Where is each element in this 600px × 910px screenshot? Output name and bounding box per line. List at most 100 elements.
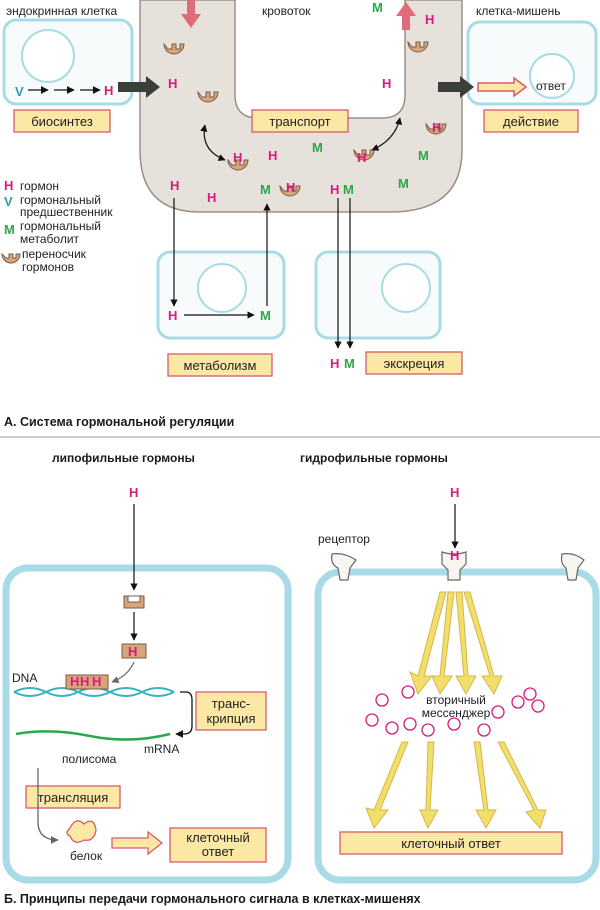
hormone-symbol: H (92, 674, 101, 689)
carrier-group (163, 40, 447, 197)
biosynthesis-box (13, 109, 111, 133)
legend-carrier-label: гормонов (22, 260, 74, 274)
cell-response-label: клеточный (186, 830, 250, 845)
signal-arrow (409, 591, 447, 696)
hormone-symbol: H (129, 485, 138, 500)
endocrine-cell-label: эндокринная клетка (6, 4, 117, 18)
cell-response-box-right (339, 831, 563, 855)
hormone-symbol: H (168, 308, 177, 323)
lipophilic-title: липофильные гормоны (52, 451, 195, 465)
hormone-symbol: H (432, 120, 441, 135)
signal-arrow (419, 741, 439, 830)
hormone-symbol: H (425, 12, 434, 27)
hormone-symbol: H (207, 190, 216, 205)
target-nucleus (529, 53, 575, 99)
metabolite-symbol: M (260, 182, 271, 197)
transport-label: транспорт (269, 114, 330, 129)
second-messenger-dot (401, 685, 415, 699)
carrier-icon (227, 158, 249, 171)
signal-arrow (497, 741, 547, 829)
legend-hormone-symbol: H (4, 178, 13, 193)
signal-arrow (473, 741, 497, 830)
lipophilic-target-cell (2, 564, 292, 884)
translation-arrow (37, 768, 59, 844)
second-messenger-dot (365, 713, 379, 727)
second-messenger-dot (477, 723, 491, 737)
metabolism-label: метаболизм (184, 358, 257, 373)
transport-box (251, 109, 349, 133)
hormone-receptor-complex-icon (121, 643, 147, 659)
hormone-symbol: H (70, 674, 79, 689)
second-messenger-dot (385, 721, 399, 735)
hormone-symbol: H (128, 644, 137, 659)
action-label: действие (503, 114, 559, 129)
metabolite-symbol: M (343, 182, 354, 197)
excretion-box (365, 351, 463, 375)
hormone-symbol: H (382, 76, 391, 91)
dna-bound-complex (65, 674, 109, 690)
transcription-box (195, 691, 267, 731)
carrier-icon (279, 184, 301, 197)
legend-metabolite-symbol: M (4, 222, 15, 237)
carrier-icon (407, 40, 429, 53)
hormone-symbol: H (450, 548, 459, 563)
hormone-symbol: H (357, 150, 366, 165)
legend-carrier-label: переносчик (22, 247, 87, 261)
signal-arrows-upper (409, 591, 503, 696)
hydrophilic-title: гидрофильные гормоны (300, 451, 448, 465)
transcription-label: транс- (212, 696, 250, 711)
excretion-label: экскреция (384, 356, 445, 371)
hormone-symbol: H (233, 150, 242, 165)
legend-precursor-label: предшественник (20, 205, 113, 219)
action-box (483, 109, 579, 133)
hormone-symbol: H (330, 356, 339, 371)
protein-label: белок (70, 849, 103, 863)
hormone-symbol: H (104, 83, 113, 98)
second-messenger-label: вторичный (426, 693, 486, 707)
cell-response-label-right: клеточный ответ (401, 836, 501, 851)
carrier-icon (425, 122, 447, 135)
protein-response-arrow (111, 830, 164, 856)
membrane-receptor-icon (560, 553, 585, 581)
membrane-receptor-icon (331, 553, 357, 581)
legend-metabolite-label: метаболит (20, 232, 80, 246)
inflow-arrow (181, 0, 201, 28)
mrna-strand (15, 730, 171, 741)
signal-arrow (455, 591, 477, 696)
second-messenger-dot (511, 695, 525, 709)
legend-precursor-label: гормональный (20, 193, 101, 207)
second-messenger-dot (523, 687, 537, 701)
legend-metabolite-label: гормональный (20, 219, 101, 233)
signal-arrows-lower (365, 741, 547, 830)
binding-arrow (371, 117, 403, 151)
metabolite-symbol: M (398, 176, 409, 191)
metabolite-symbol: M (418, 148, 429, 163)
second-messenger-dot (531, 699, 545, 713)
transcription-arrow (175, 691, 193, 738)
biosynthesis-label: биосинтез (31, 114, 93, 129)
legend-hormone-label: гормон (20, 179, 59, 193)
bloodstream-label: кровоток (262, 4, 311, 18)
cell-response-label: ответ (202, 844, 234, 859)
second-messenger-dot (491, 705, 505, 719)
carrier-icon (353, 148, 375, 161)
precursor-symbol: V (15, 84, 24, 99)
protein-icon (66, 820, 97, 843)
signal-arrow (365, 741, 409, 829)
membrane-receptor-icon (441, 551, 467, 581)
translation-box (25, 785, 121, 809)
second-messenger-dot (375, 693, 389, 707)
outflow-arrow (396, 2, 416, 30)
cell-response-box-left (169, 827, 267, 863)
legend-precursor-symbol: V (4, 194, 13, 209)
delivery-arrow (438, 76, 474, 98)
second-messenger-dot (447, 717, 461, 731)
hormone-symbol: H (170, 178, 179, 193)
polysome-label: полисома (62, 752, 117, 766)
signal-arrow (431, 591, 455, 696)
metabolism-box (167, 353, 273, 377)
bloodstream-vessel (139, 0, 463, 213)
second-messenger-dot (421, 723, 435, 737)
intracellular-receptor-icon (123, 595, 145, 609)
